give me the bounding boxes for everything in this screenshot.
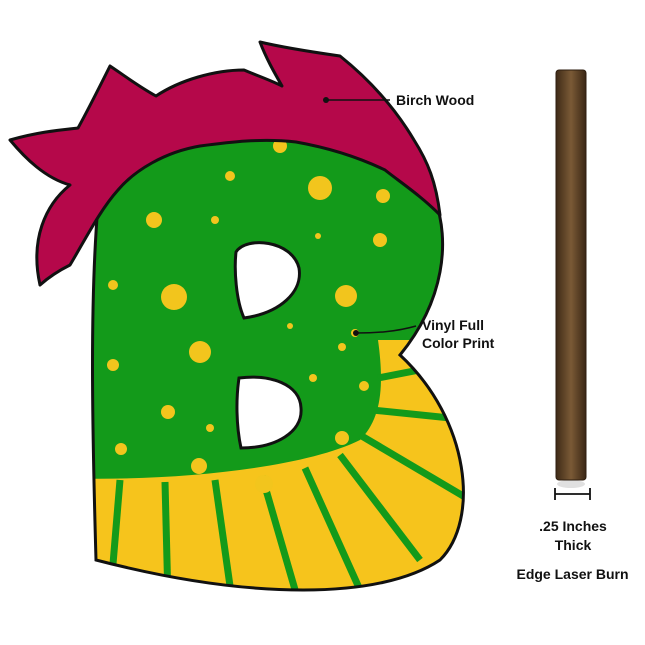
edge-laser-burn-label: Edge Laser Burn (516, 566, 629, 582)
wood-edge-sample (555, 69, 587, 488)
band-stripes (106, 356, 464, 590)
birch-wood-label: Birch Wood (396, 92, 475, 108)
letter-b-counters (233, 241, 303, 450)
vinyl-print-label-line1: Vinyl Full (422, 317, 484, 333)
thickness-label-line2: Thick (554, 537, 592, 553)
thickness-label-line1: .25 Inches (539, 518, 607, 534)
letter-b-body (91, 130, 465, 592)
vinyl-print-label-line2: Color Print (422, 335, 495, 351)
thickness-dimension (554, 488, 591, 500)
yellow-dots (107, 139, 390, 493)
hair-tuft (8, 40, 442, 287)
leader-lines (323, 97, 417, 336)
